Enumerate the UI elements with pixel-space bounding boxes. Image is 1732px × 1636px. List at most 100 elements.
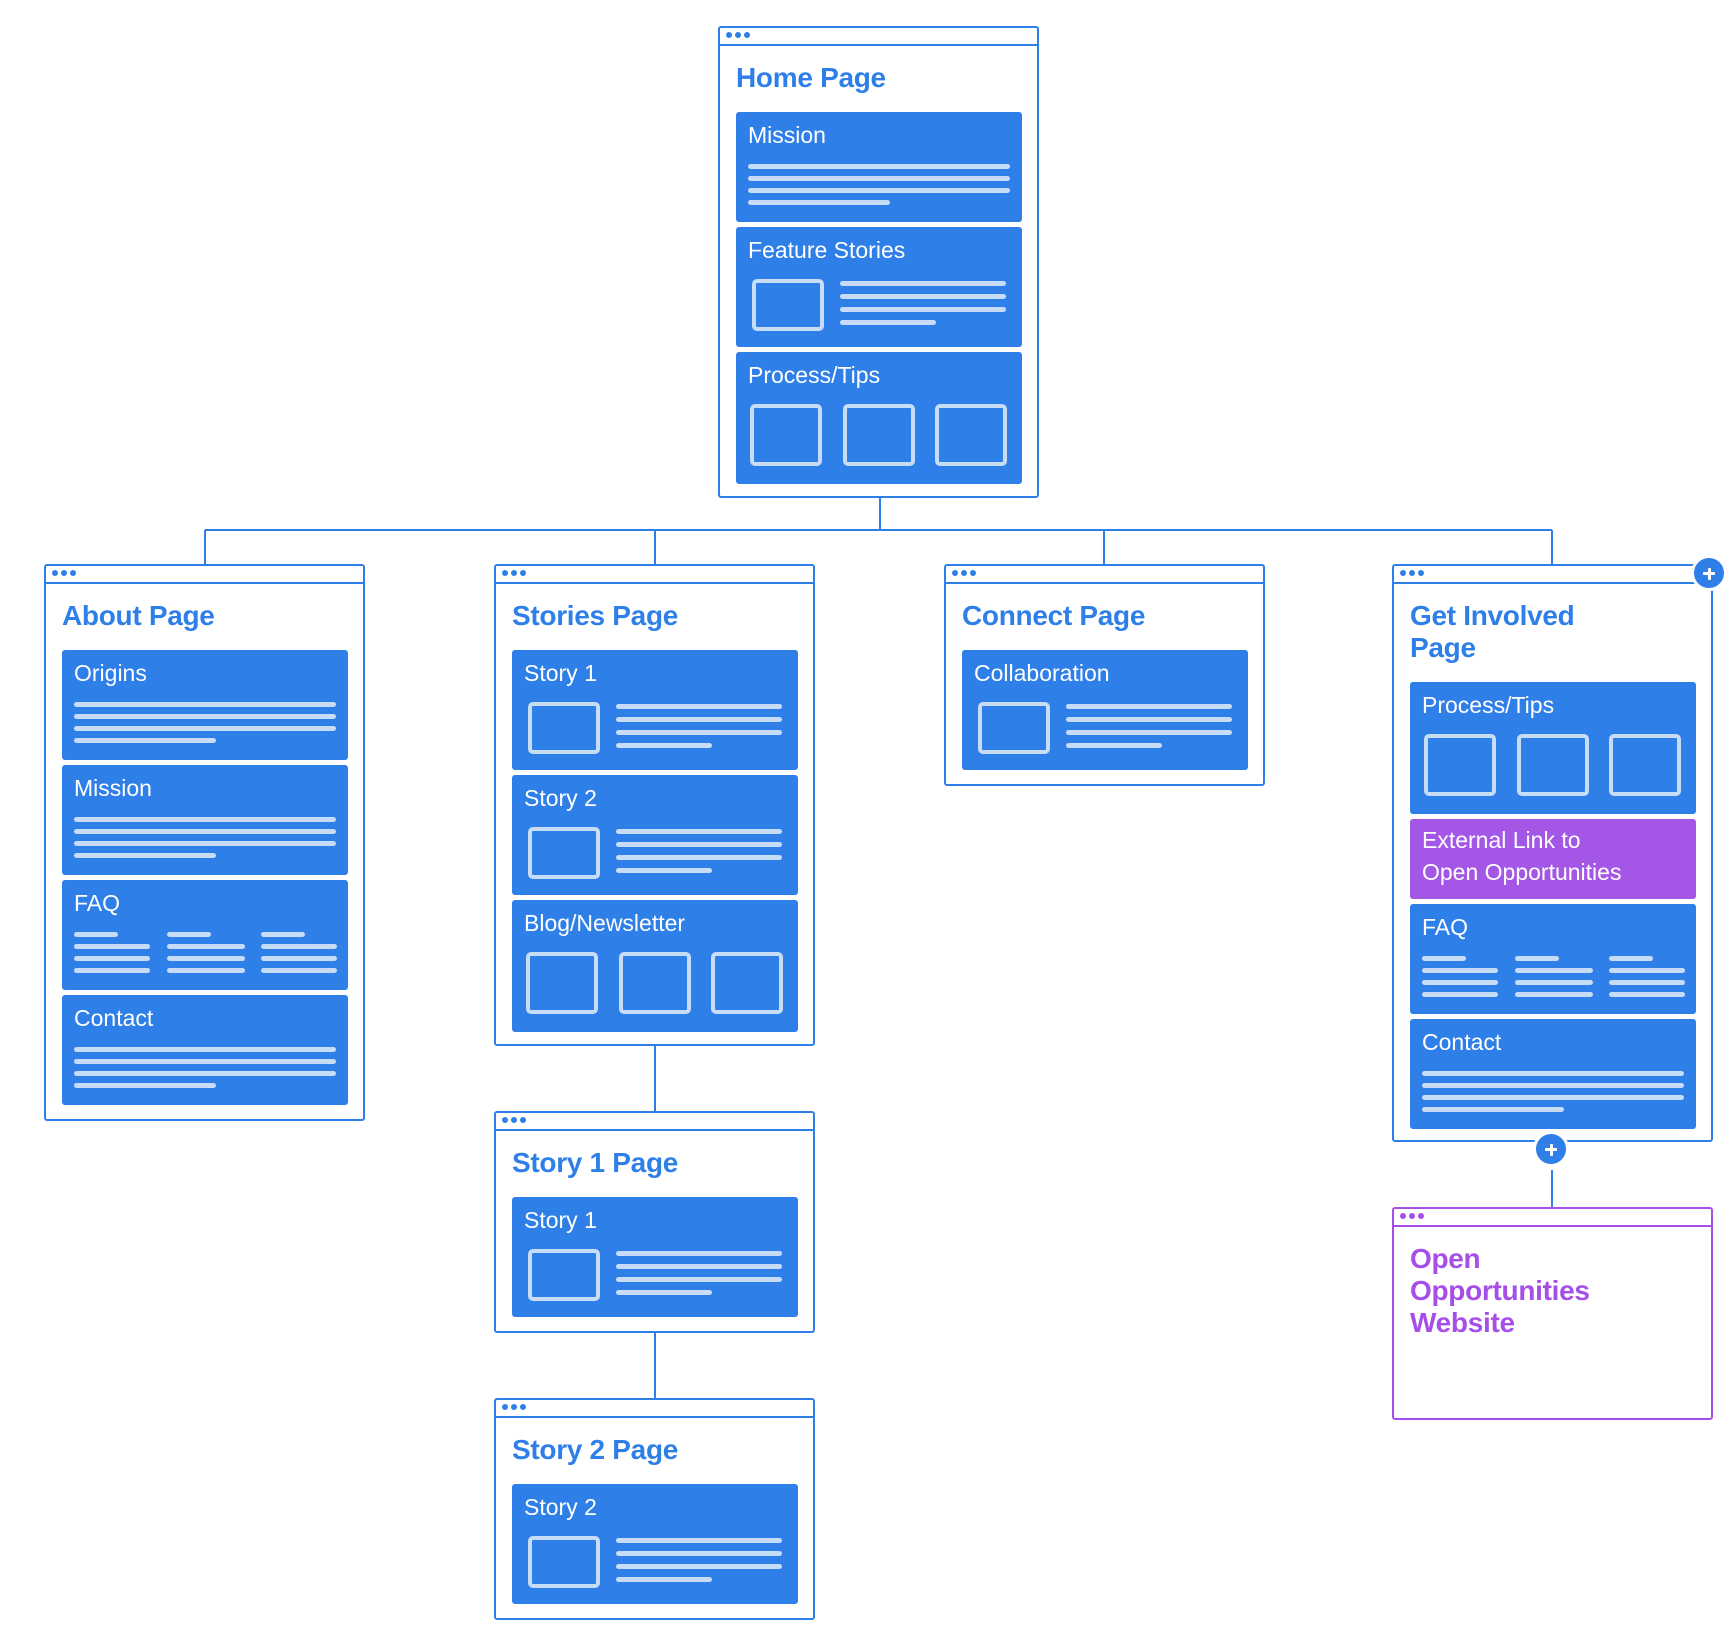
get-involved-contact-section: Contact (1410, 1019, 1696, 1129)
about-origins-section: Origins (62, 650, 348, 760)
story2-page-title: Story 2 Page (512, 1434, 679, 1465)
image-placeholder (978, 702, 1050, 754)
stories-story2-section: Story 2 (512, 775, 798, 895)
get-involved-faq-section: FAQ (1410, 904, 1696, 1014)
open-opportunities-website-card: Open Opportunities Website (1392, 1207, 1713, 1420)
text-line-placeholder (1515, 968, 1593, 973)
window-dots-icon (502, 570, 526, 578)
text-line-placeholder (74, 853, 216, 858)
story1-section: Story 1 (512, 1197, 798, 1317)
story1-page-card: Story 1 Page Story 1 (494, 1111, 815, 1333)
open-opportunities-title: Open Opportunities Website (1410, 1243, 1590, 1339)
window-bar (1394, 1209, 1711, 1227)
text-line-placeholder (261, 956, 337, 961)
text-line-placeholder (1609, 980, 1685, 985)
about-mission-section: Mission (62, 765, 348, 875)
section-label: Process/Tips (748, 362, 881, 388)
section-label: Mission (74, 775, 152, 801)
text-line-placeholder (616, 1577, 712, 1582)
text-line-placeholder (748, 200, 890, 205)
section-label: Blog/Newsletter (524, 910, 686, 936)
title-line: Opportunities (1410, 1275, 1590, 1306)
text-line-placeholder (616, 1290, 712, 1295)
about-faq-section: FAQ (62, 880, 348, 990)
image-placeholder (752, 279, 824, 331)
text-line-placeholder (1422, 1095, 1684, 1100)
text-line-placeholder (74, 1047, 336, 1052)
window-dots-icon (952, 570, 976, 578)
text-line-placeholder (74, 944, 150, 949)
section-label: Contact (1422, 1029, 1502, 1055)
section-label: Story 2 (524, 785, 597, 811)
window-dots-icon (1400, 1213, 1424, 1221)
text-line-placeholder (74, 932, 118, 937)
text-line-placeholder (1066, 743, 1162, 748)
text-line-placeholder (840, 294, 1006, 299)
text-line-placeholder (167, 932, 211, 937)
text-line-placeholder (1609, 992, 1685, 997)
get-involved-page-title: Get Involved Page (1410, 600, 1575, 664)
text-line-placeholder (167, 944, 245, 949)
story2-section: Story 2 (512, 1484, 798, 1604)
section-label: Origins (74, 660, 147, 686)
text-line-placeholder (1515, 992, 1593, 997)
image-placeholder (528, 1536, 600, 1588)
window-bar (946, 566, 1263, 584)
external-link-section[interactable]: External Link to Open Opportunities (1410, 819, 1696, 899)
text-line-placeholder (1422, 1071, 1684, 1076)
text-line-placeholder (74, 702, 336, 707)
text-line-placeholder (261, 968, 337, 973)
text-line-placeholder (748, 188, 1010, 193)
text-line-placeholder (74, 1071, 336, 1076)
image-placeholder (526, 952, 598, 1014)
text-line-placeholder (74, 1083, 216, 1088)
add-child-plus-icon[interactable] (1533, 1131, 1569, 1167)
section-label: Collaboration (974, 660, 1110, 686)
stories-page-title: Stories Page (512, 600, 679, 631)
stories-story1-section: Story 1 (512, 650, 798, 770)
add-page-plus-icon[interactable] (1691, 555, 1727, 591)
home-page-title: Home Page (736, 62, 886, 93)
text-line-placeholder (74, 1059, 336, 1064)
connect-page-title: Connect Page (962, 600, 1146, 631)
window-dots-icon (502, 1117, 526, 1125)
get-involved-process-tips-section: Process/Tips (1410, 682, 1696, 814)
image-placeholder (528, 827, 600, 879)
text-line-placeholder (261, 944, 337, 949)
window-bar (496, 1400, 813, 1418)
about-page-title: About Page (62, 600, 215, 631)
text-line-placeholder (616, 1264, 782, 1269)
text-line-placeholder (616, 855, 782, 860)
text-line-placeholder (616, 743, 712, 748)
section-label: Story 2 (524, 1494, 597, 1520)
home-page-card: Home Page Mission Feature Stories Proces… (718, 26, 1039, 498)
text-line-placeholder (74, 956, 150, 961)
story1-page-title: Story 1 Page (512, 1147, 679, 1178)
section-label: Feature Stories (748, 237, 906, 263)
home-process-tips-section: Process/Tips (736, 352, 1022, 484)
text-line-placeholder (616, 1538, 782, 1543)
text-line-placeholder (616, 717, 782, 722)
stories-blog-newsletter-section: Blog/Newsletter (512, 900, 798, 1032)
text-line-placeholder (261, 932, 305, 937)
text-line-placeholder (74, 738, 216, 743)
text-line-placeholder (1066, 730, 1232, 735)
text-line-placeholder (1422, 992, 1498, 997)
image-placeholder (843, 404, 915, 466)
image-placeholder (528, 702, 600, 754)
title-line: Get Involved (1410, 600, 1575, 631)
title-line: Page (1410, 632, 1476, 663)
text-line-placeholder (616, 704, 782, 709)
text-line-placeholder (616, 842, 782, 847)
window-bar (1394, 566, 1711, 584)
text-line-placeholder (616, 868, 712, 873)
window-bar (46, 566, 363, 584)
about-contact-section: Contact (62, 995, 348, 1105)
text-line-placeholder (74, 841, 336, 846)
image-placeholder (619, 952, 691, 1014)
window-dots-icon (1400, 570, 1424, 578)
image-placeholder (1517, 734, 1589, 796)
label-line: Open Opportunities (1422, 859, 1622, 885)
text-line-placeholder (74, 726, 336, 731)
